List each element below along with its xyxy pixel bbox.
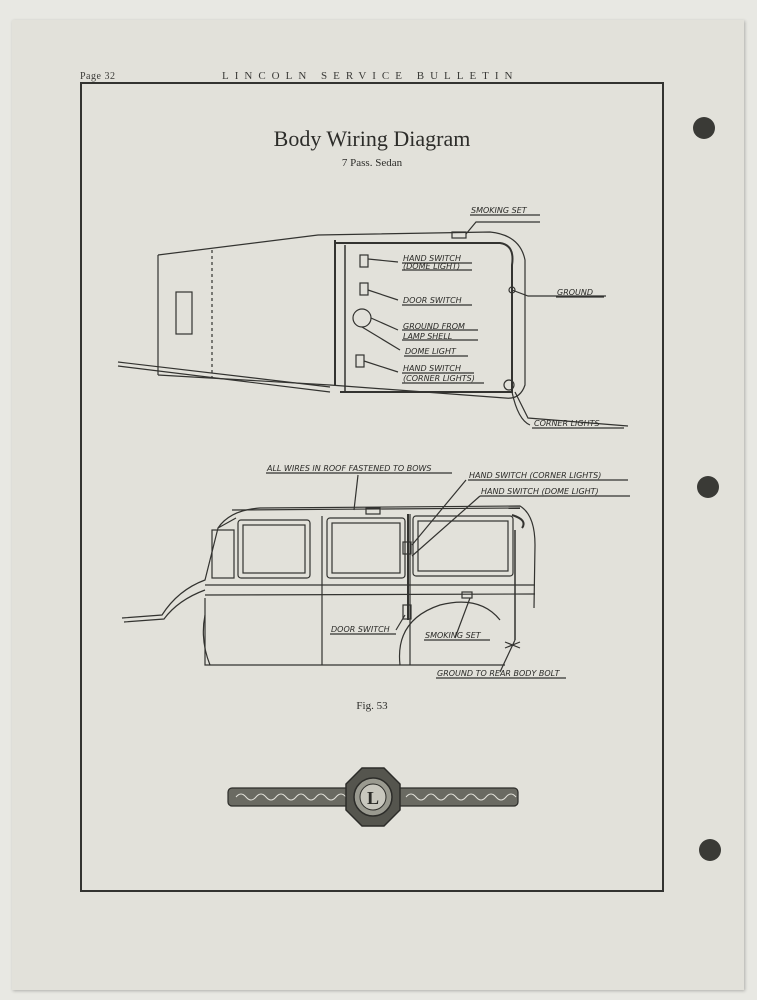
binder-hole-top [693,117,715,139]
page-number: Page 32 [80,71,116,82]
diagram-subtitle: 7 Pass. Sedan [341,157,403,169]
label-smoking-set-bottom: SMOKING SET [425,631,482,640]
hand-switch-dome [359,254,369,268]
lincoln-emblem-ornament [227,767,519,827]
figure-caption: Fig. 53 [356,700,388,712]
bulletin-title: LINCOLN SERVICE BULLETIN [222,70,519,82]
label-smoking-set-top: SMOKING SET [471,206,528,215]
label-all-wires: ALL WIRES IN ROOF FASTENED TO BOWS [266,464,431,473]
binder-hole-bottom [699,839,721,861]
door-switch-top [359,282,369,296]
bottom-door-switch [402,604,412,620]
smoking-set-box [451,231,467,239]
ground-point [508,286,516,294]
label-ground-from-1: GROUND FROM [403,322,465,331]
hand-switch-corner [355,354,365,368]
corner-light-circle [503,379,515,391]
label-hand-switch-dome-1: HAND SWITCH [403,254,461,263]
bulletin-page [12,20,744,990]
label-ground-from-2: LAMP SHELL [403,332,452,341]
label-hand-switch-dome-2: (DOME LIGHT) [403,262,460,271]
label-dome-light: DOME LIGHT [405,347,457,356]
label-hand-switch-dome-bottom: HAND SWITCH (DOME LIGHT) [481,487,599,496]
page-border [80,82,664,892]
label-hand-switch-corner-1: HAND SWITCH [403,364,461,373]
label-door-switch-bottom: DOOR SWITCH [331,625,390,634]
bottom-hand-switch [402,541,412,555]
diagram-title: Body Wiring Diagram [273,126,471,151]
dome-light-circle [352,308,372,328]
label-ground-rear: GROUND TO REAR BODY BOLT [437,669,561,678]
emblem-letter: L [367,788,379,808]
top-body-outline [117,231,531,426]
label-hand-switch-corner-2: (CORNER LIGHTS) [403,374,475,383]
label-ground: GROUND [557,288,593,297]
roof-bow-box [365,507,381,515]
binder-hole-middle [697,476,719,498]
label-door-switch-top: DOOR SWITCH [403,296,462,305]
label-corner-lights: CORNER LIGHTS [534,419,600,428]
car-side-outline [121,505,536,666]
label-hand-switch-corner-bottom: HAND SWITCH (CORNER LIGHTS) [469,471,601,480]
